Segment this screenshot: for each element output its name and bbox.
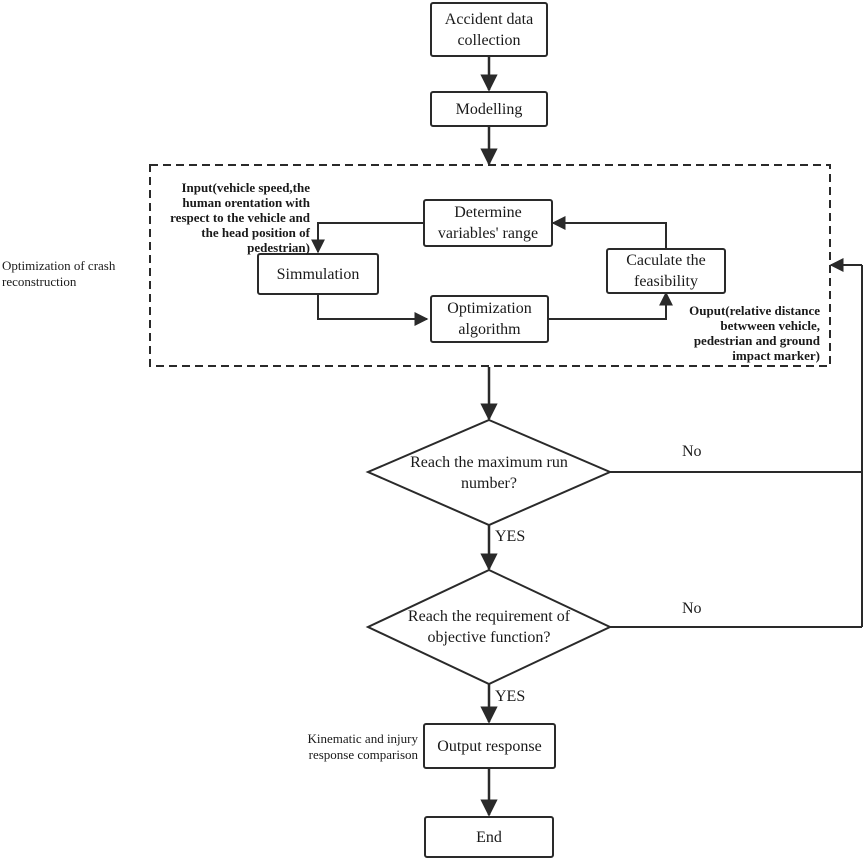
end-label: End xyxy=(476,828,502,846)
arrow-simulation-to-optimization xyxy=(317,295,429,326)
yes-label-objective: YES xyxy=(495,688,526,705)
output-response-box: Output response xyxy=(423,723,556,769)
comparison-note: Kinematic and injury response comparison xyxy=(307,731,418,762)
max-run-decision-text: Reach the maximum run number? xyxy=(410,454,568,492)
calculate-feasibility-label: Caculate the feasibility xyxy=(626,252,706,290)
determine-range-box: Determine variables' range xyxy=(423,199,553,247)
arrow-feasibility-to-determine xyxy=(551,216,667,248)
accident-data-box: Accident data collection xyxy=(430,2,548,57)
modelling-label: Modelling xyxy=(455,100,523,118)
optimization-group-label: Optimization of crash reconstruction xyxy=(2,258,116,289)
simulation-box: Simmulation xyxy=(257,253,379,295)
objective-decision-text: Reach the requirement of objective funct… xyxy=(407,608,571,646)
output-note: Ouput(relative distance betwween vehicle… xyxy=(689,303,820,363)
input-note: Input(vehicle speed,the human orentation… xyxy=(170,180,310,255)
arrow-determine-to-simulation xyxy=(311,222,423,254)
output-response-label: Output response xyxy=(437,737,542,755)
accident-data-label: Accident data collection xyxy=(444,10,534,49)
optimization-algorithm-box: Optimization algorithm xyxy=(430,295,549,343)
end-box: End xyxy=(424,816,554,858)
simulation-label: Simmulation xyxy=(276,265,360,283)
no-label-max-run: No xyxy=(682,443,702,460)
determine-range-label: Determine variables' range xyxy=(437,204,539,242)
max-run-diamond xyxy=(365,418,613,527)
no-label-objective: No xyxy=(682,600,702,617)
calculate-feasibility-box: Caculate the feasibility xyxy=(606,248,726,294)
objective-diamond xyxy=(365,568,613,686)
optimization-algorithm-label: Optimization algorithm xyxy=(447,300,532,338)
arrow-optimization-to-feasibility xyxy=(549,291,673,320)
modelling-box: Modelling xyxy=(430,91,548,127)
yes-label-max-run: YES xyxy=(495,528,526,545)
